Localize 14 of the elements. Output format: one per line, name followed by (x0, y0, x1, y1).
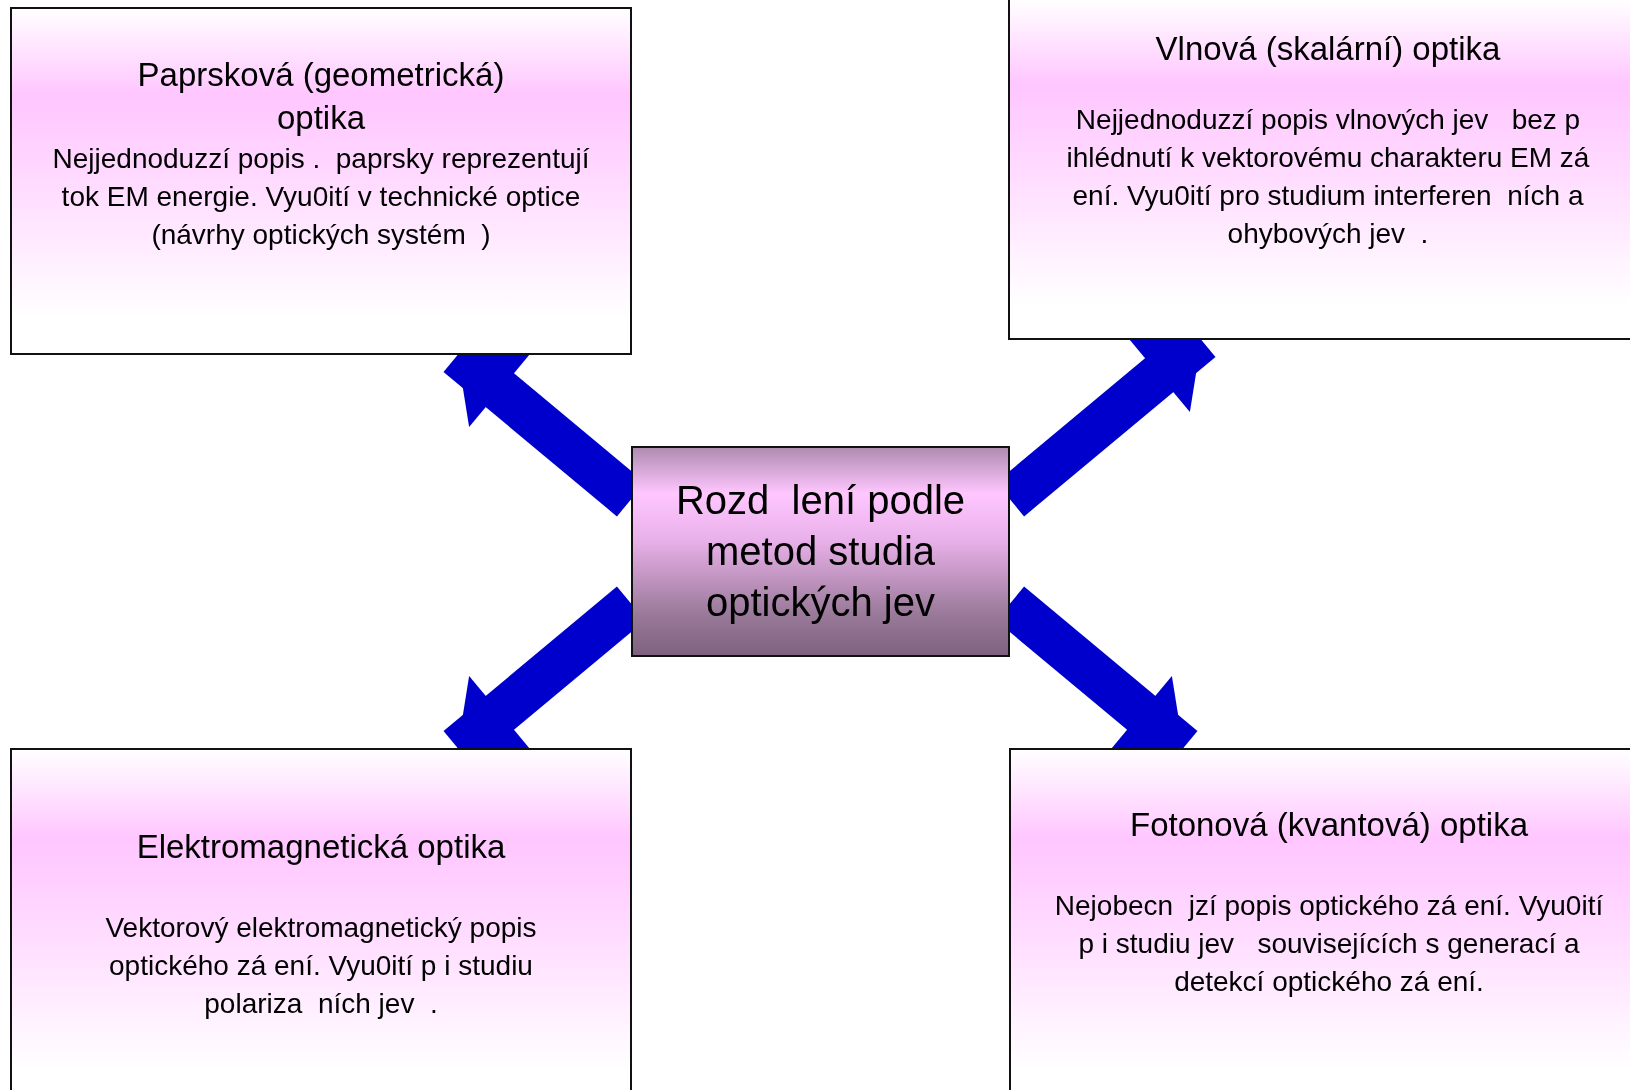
box-description: Nejjednoduzzí popis . paprsky reprezentují tok EM energie. Vyu0ití v technické optice (návrhy optických systém ) (51, 141, 591, 252)
center-box (631, 446, 1010, 657)
category-box (10, 748, 632, 1090)
category-box (1009, 748, 1630, 1090)
category-box (1008, 0, 1630, 340)
box-description: Vektorový elektromagnetický popis optického zá ení. Vyu0ití p i studiu polariza ních jev . (104, 910, 538, 1022)
box-heading: Elektromagnetická optika (135, 827, 507, 867)
box-heading: Fotonová (kvantová) optika (1128, 805, 1529, 845)
box-heading: Paprsková (geometrická) optika (136, 55, 506, 138)
box-description: Nejjednoduzzí popis vlnových jev bez p ihlédnutí k vektorovému charakteru EM zá ení. Vyu0ití pro studium interferen ních a ohybových jev . (1065, 102, 1591, 252)
center-title: Rozd lení podle metod studia optických jev (674, 477, 967, 626)
box-heading: Vlnová (skalární) optika (1154, 29, 1502, 69)
category-box (10, 7, 632, 355)
box-description: Nejobecn jzí popis optického zá ení. Vyu0ití p i studiu jev souvisejících s generací a detekcí optického zá ení. (1053, 888, 1605, 1000)
